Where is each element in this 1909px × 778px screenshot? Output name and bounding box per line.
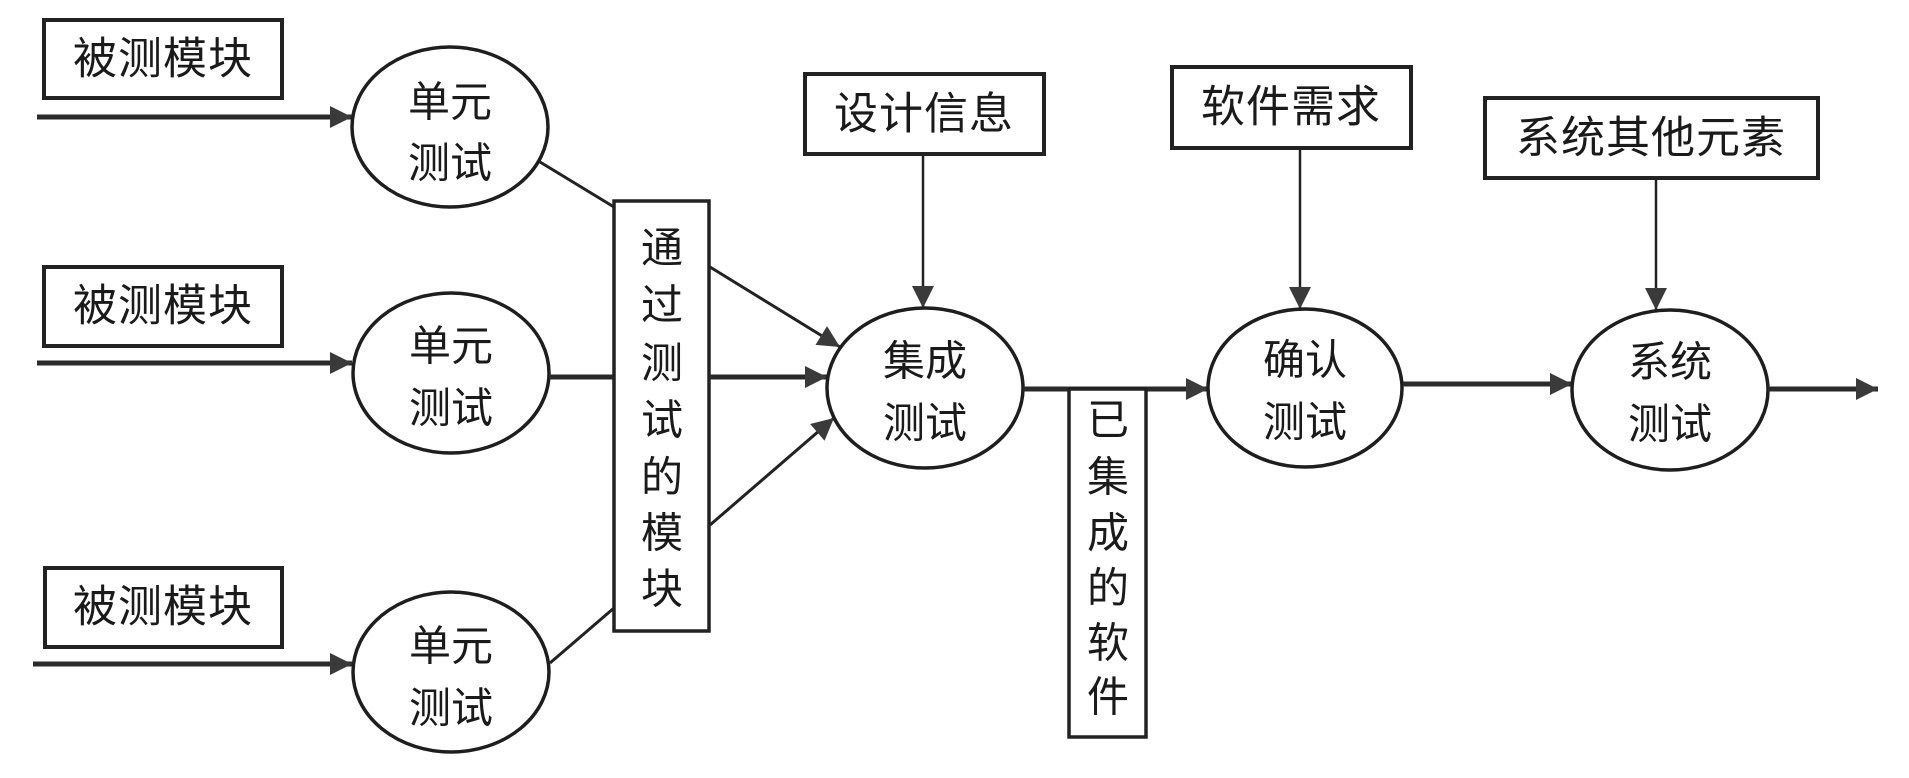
unit-test-1-line2: 测试: [408, 139, 492, 188]
system-test-line1: 系统: [1628, 338, 1712, 387]
unit-test-3-line1: 单元: [409, 622, 493, 671]
passed-modules-char-2: 过: [641, 281, 683, 330]
passed-modules-char-1: 通: [641, 224, 683, 273]
integrated-software-char-2: 集: [1087, 453, 1129, 502]
integration-test-node: 集成 测试: [825, 306, 1025, 470]
input-module-label-3: 被测模块: [73, 582, 253, 633]
input-module-label-1: 被测模块: [73, 34, 253, 85]
integration-test-line2: 测试: [883, 399, 967, 448]
design-info-label: 设计信息: [834, 89, 1014, 140]
passed-modules-char-3: 测: [641, 339, 683, 388]
unit-test-2-line1: 单元: [409, 322, 493, 371]
unit-test-1-connector: [539, 160, 615, 209]
integrated-software-box: 已 集 成 的 软 件: [1067, 387, 1148, 739]
unit-test-node-2: 单元 测试: [351, 291, 551, 455]
unit-test-node-1: 单元 测试: [350, 45, 550, 209]
unit-test-node-3: 单元 测试: [351, 590, 551, 754]
integration-test-line1: 集成: [883, 337, 967, 386]
input-module-label-2: 被测模块: [73, 281, 253, 332]
software-requirements-box: 软件需求: [1170, 65, 1413, 150]
input-module-box-2: 被测模块: [42, 265, 284, 348]
passed-modules-char-5: 的: [641, 453, 683, 502]
passed-to-integration-arrow-1: [709, 265, 841, 349]
integrated-software-char-1: 已: [1087, 396, 1129, 445]
input-module-box-1: 被测模块: [42, 18, 284, 100]
system-elements-box: 系统其他元素: [1483, 96, 1820, 180]
integrated-software-char-6: 件: [1087, 673, 1129, 722]
system-test-node: 系统 测试: [1570, 308, 1770, 472]
passed-modules-box: 通 过 测 试 的 模 块: [612, 199, 711, 633]
passed-modules-char-6: 模: [641, 509, 683, 558]
validation-test-line1: 确认: [1263, 336, 1347, 385]
passed-modules-char-4: 试: [641, 396, 683, 445]
unit-test-3-connector: [549, 606, 615, 665]
system-elements-label: 系统其他元素: [1516, 113, 1786, 164]
integrated-software-char-3: 成: [1087, 509, 1129, 558]
unit-test-2-line2: 测试: [409, 384, 493, 433]
system-test-line2: 测试: [1628, 400, 1712, 449]
passed-to-integration-arrow-3: [709, 416, 835, 527]
validation-test-line2: 测试: [1263, 398, 1347, 447]
input-module-box-3: 被测模块: [43, 566, 284, 649]
software-requirements-label: 软件需求: [1201, 82, 1381, 133]
design-info-box: 设计信息: [803, 72, 1046, 156]
unit-test-1-line1: 单元: [408, 78, 492, 127]
unit-test-3-line2: 测试: [409, 684, 493, 733]
passed-modules-char-7: 块: [641, 565, 683, 614]
integrated-software-char-5: 软: [1087, 619, 1129, 668]
validation-test-node: 确认 测试: [1206, 307, 1404, 469]
integrated-software-char-4: 的: [1087, 564, 1129, 613]
